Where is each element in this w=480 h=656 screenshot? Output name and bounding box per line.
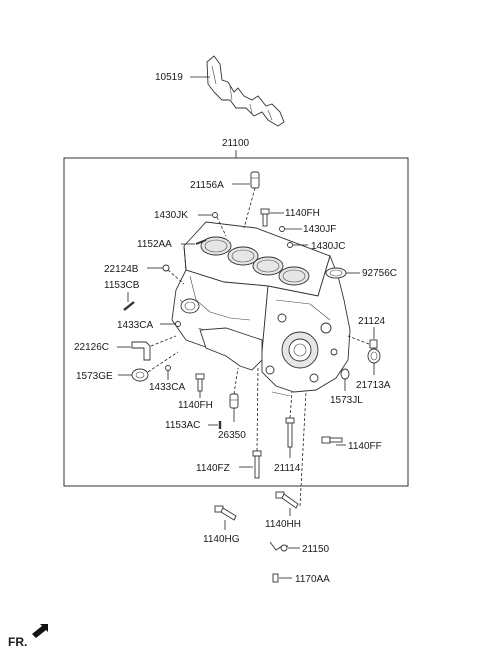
front-arrow-icon xyxy=(32,624,48,638)
part-1140FH-mid[interactable] xyxy=(195,373,205,392)
part-10519-baffle[interactable] xyxy=(206,55,285,127)
label-21124[interactable]: 21124 xyxy=(358,316,386,327)
dash-22124B xyxy=(167,269,185,285)
dash-1140FZ xyxy=(256,367,259,452)
label-1140FF[interactable]: 1140FF xyxy=(348,441,382,452)
part-92756C[interactable] xyxy=(325,267,347,279)
label-21713A[interactable]: 21713A xyxy=(356,380,391,391)
label-10519[interactable]: 10519 xyxy=(155,72,183,83)
dash-1573GE xyxy=(147,351,179,373)
part-21124[interactable] xyxy=(369,339,378,349)
label-21150[interactable]: 21150 xyxy=(302,544,330,555)
part-1140FH-top[interactable] xyxy=(260,208,270,227)
label-21114[interactable]: 21114 xyxy=(274,463,301,474)
part-21156A[interactable] xyxy=(250,171,260,189)
dash-26350 xyxy=(233,367,239,395)
label-1153CB[interactable]: 1153CB xyxy=(104,280,140,291)
part-1430JC[interactable] xyxy=(287,242,293,248)
label-1170AA[interactable]: 1170AA xyxy=(295,574,330,585)
label-1430JF[interactable]: 1430JF xyxy=(303,224,336,235)
part-1433CA-upper[interactable] xyxy=(175,321,181,327)
part-1152AA[interactable] xyxy=(195,239,207,245)
assembly-21100-frame xyxy=(63,157,409,487)
label-92756C[interactable]: 92756C xyxy=(362,268,397,279)
part-1573GE[interactable] xyxy=(131,368,149,382)
part-21114[interactable] xyxy=(285,417,295,448)
part-22126C[interactable] xyxy=(131,341,151,361)
label-1430JK[interactable]: 1430JK xyxy=(154,210,188,221)
label-1140FZ[interactable]: 1140FZ xyxy=(196,463,230,474)
label-1430JC[interactable]: 1430JC xyxy=(311,241,345,252)
part-1573JL[interactable] xyxy=(340,368,350,380)
dash-21156A xyxy=(243,187,256,229)
label-1573JL[interactable]: 1573JL xyxy=(330,395,363,406)
label-1573GE[interactable]: 1573GE xyxy=(76,371,113,382)
label-1152AA[interactable]: 1152AA xyxy=(137,239,172,250)
label-1140HH[interactable]: 1140HH xyxy=(265,519,301,530)
label-1140FH-mid[interactable]: 1140FH xyxy=(178,400,213,411)
label-1433CA-lower[interactable]: 1433CA xyxy=(149,382,185,393)
dash-22126C xyxy=(150,335,177,347)
part-21150[interactable] xyxy=(269,541,288,552)
part-26350[interactable] xyxy=(229,393,239,409)
part-1170AA[interactable] xyxy=(272,573,279,583)
label-1153AC[interactable]: 1153AC xyxy=(165,420,200,431)
dash-21124 xyxy=(347,335,370,345)
part-1140FF[interactable] xyxy=(321,436,343,444)
part-1430JF[interactable] xyxy=(279,226,285,232)
label-22126C[interactable]: 22126C xyxy=(74,342,109,353)
dash-1140HH xyxy=(299,391,307,507)
part-1433CA-lower[interactable] xyxy=(165,365,171,371)
label-21100[interactable]: 21100 xyxy=(222,138,250,149)
label-1433CA-upper[interactable]: 1433CA xyxy=(117,320,153,331)
label-26350[interactable]: 26350 xyxy=(218,430,246,441)
front-direction-label: FR. xyxy=(8,635,27,649)
cylinder-block[interactable] xyxy=(171,221,351,397)
part-21713A[interactable] xyxy=(367,348,381,364)
part-1140HH[interactable] xyxy=(275,491,299,509)
part-1140FZ[interactable] xyxy=(252,450,262,479)
dash-1430JK xyxy=(216,216,227,237)
label-21156A[interactable]: 21156A xyxy=(190,180,224,191)
label-1140FH-top[interactable]: 1140FH xyxy=(285,208,320,219)
part-1430JK[interactable] xyxy=(212,212,218,218)
label-22124B[interactable]: 22124B xyxy=(104,264,139,275)
dash-21114 xyxy=(289,391,293,419)
label-1140HG[interactable]: 1140HG xyxy=(203,534,240,545)
part-1140HG[interactable] xyxy=(214,505,237,521)
part-1153CB[interactable] xyxy=(123,301,135,311)
